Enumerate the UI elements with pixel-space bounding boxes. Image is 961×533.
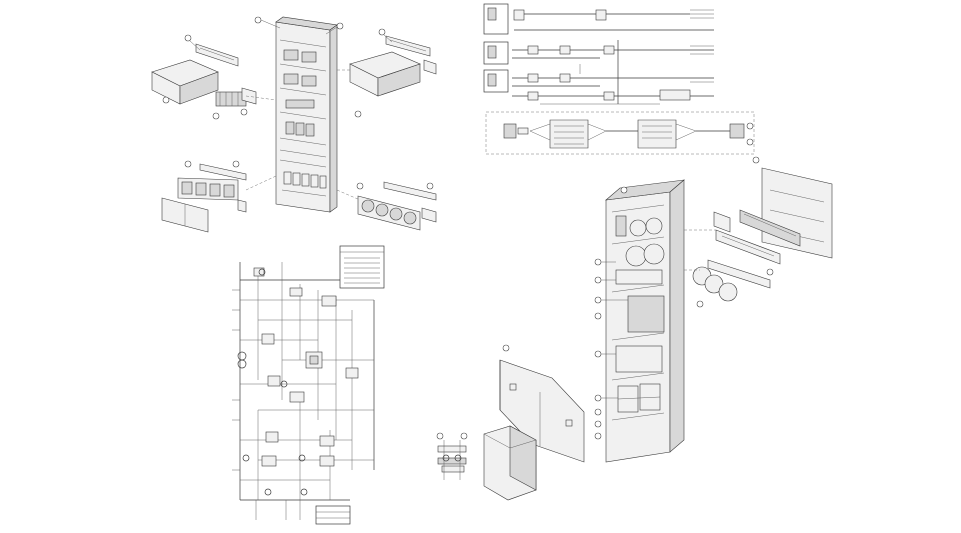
cabinet-exploded-right: [594, 156, 833, 463]
wiring-schematic: [232, 245, 385, 525]
connector-wiring-diagram: [483, 3, 755, 155]
enclosure-box: [483, 344, 585, 501]
module-drawer-right-1: [337, 35, 437, 97]
cabinet-exploded-top-left: [151, 16, 437, 233]
module-panel-left-2: [161, 163, 277, 233]
rack-tall-left: [275, 16, 338, 213]
bracket-detail: [436, 432, 468, 480]
module-fan-bank-right-2: [336, 181, 437, 231]
module-drawer-left-1: [151, 43, 277, 107]
